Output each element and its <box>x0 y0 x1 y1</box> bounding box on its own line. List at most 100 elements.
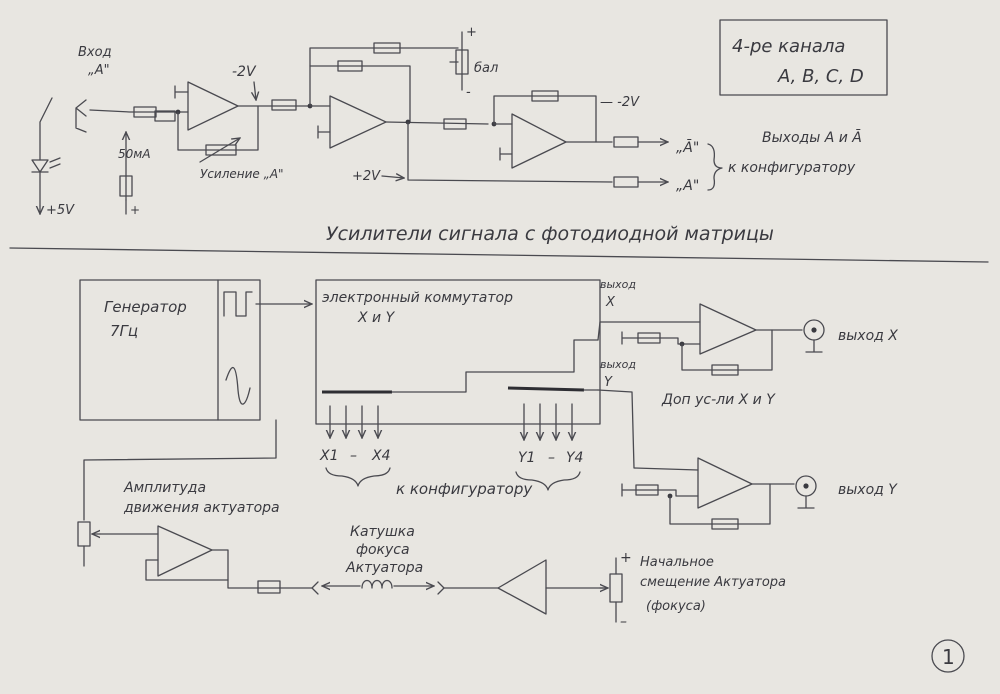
driver-out-wire <box>227 579 313 589</box>
bias-plus-label: + <box>130 203 140 217</box>
coil-right-connector <box>437 581 445 595</box>
balance-plus: + <box>466 25 477 40</box>
offset-plus: + <box>620 550 632 566</box>
balance-wire <box>309 47 459 107</box>
coil-left-connector <box>311 581 319 595</box>
amplitude-label-line2: движения актуатора <box>123 500 280 516</box>
y-out-wire <box>597 389 699 471</box>
driver-feedback <box>145 549 229 581</box>
interstage-resistor <box>271 99 297 111</box>
square-wave-icon <box>223 291 253 317</box>
y-amp-feedback <box>669 483 771 525</box>
input-resistor <box>133 106 157 118</box>
inv-bias <box>499 147 513 161</box>
page-number-circle <box>931 639 965 673</box>
y-out-label: выход Y <box>838 482 898 498</box>
top-amplifier-section: 4-ре канала A, B, C, D Вход „A" +5V 50мА… <box>31 19 888 245</box>
coil-label-line3: Актуатора <box>345 560 423 576</box>
y-out-label-line1: выход <box>600 358 636 371</box>
direct-branch <box>407 121 613 183</box>
channels-box-line2: A, B, C, D <box>777 66 864 87</box>
outputs-label: Выходы A и Ā <box>762 129 862 146</box>
out-resistor-a <box>443 118 467 130</box>
y-range-start: Y1 <box>518 450 535 466</box>
driver-opamp <box>157 525 213 577</box>
plus2v-arrow <box>381 176 404 178</box>
sine-wave-icon <box>225 367 251 405</box>
x-taps <box>330 405 378 438</box>
balance-label: бал <box>474 61 498 76</box>
diode-current-label: 50мА <box>118 147 151 161</box>
offset-buffer <box>497 559 547 615</box>
to-configurator-top: к конфигуратору <box>728 160 856 176</box>
y-amp-in-resistor <box>635 484 659 496</box>
input-label-line2: „A" <box>88 63 110 78</box>
channels-box <box>719 19 888 96</box>
y-amp-fb-resistor <box>711 518 739 530</box>
out-resistor-direct <box>613 176 639 188</box>
gain-arrow <box>199 138 240 163</box>
to-configurator-bottom: к конфигуратору <box>396 480 533 498</box>
switch-label-line1: электронный коммутатор <box>322 290 513 306</box>
x-out-ground-icon <box>805 339 823 353</box>
x-out-connector-pin <box>811 327 817 333</box>
input-label-line1: Вход <box>78 45 112 60</box>
amp2-bias <box>317 125 331 139</box>
y-range-end: Y4 <box>566 450 583 466</box>
minus2v-label-b: — -2V <box>600 95 640 110</box>
sine-to-pot-wire <box>83 419 277 521</box>
x-range-dash: – <box>350 448 357 464</box>
channels-box-line1: 4-ре канала <box>732 36 845 57</box>
out-resistor-inv <box>613 136 639 148</box>
switch-x-path <box>391 339 599 393</box>
y-taps <box>524 403 572 440</box>
y-bus <box>507 386 585 392</box>
y-out-label-line2: Y <box>604 375 613 390</box>
balance-minus: - <box>466 85 471 100</box>
amplitude-label-line1: Амплитуда <box>123 480 206 496</box>
out-a-label: „A" <box>676 178 699 194</box>
offset-label-line3: (фокуса) <box>646 599 706 614</box>
photodiode-wire <box>39 97 53 161</box>
feedback2-resistor <box>337 60 363 72</box>
y-brace <box>515 471 581 491</box>
plus2v-label: +2V <box>352 169 381 184</box>
y-amp-opamp <box>697 457 753 509</box>
y-out-ground-icon <box>797 495 815 509</box>
gain-resistor <box>205 144 237 156</box>
amp1-feedback <box>177 105 259 151</box>
photodiode-icon <box>31 159 49 207</box>
outputs-brace <box>707 143 723 191</box>
add-amps-label: Доп ус-ли X и Y <box>661 392 776 408</box>
balance-resistor <box>373 42 401 54</box>
plus5v-label: +5V <box>46 203 75 218</box>
x-brace <box>325 467 391 487</box>
switch-box <box>315 279 601 425</box>
y-range-dash: – <box>548 450 555 466</box>
x-out-wire <box>597 321 701 341</box>
photodiode-rays-icon <box>49 157 61 169</box>
coil-label-line1: Катушка <box>350 524 415 540</box>
inv-feedback-resistor <box>531 90 559 102</box>
x-amp-fb-resistor <box>711 364 739 376</box>
generator-box <box>79 279 261 421</box>
switch-label-line2: X и Y <box>357 310 396 326</box>
section-divider <box>9 247 989 263</box>
page-number: 1 <box>942 645 955 669</box>
x-out-label-line1: выход <box>600 278 636 291</box>
offset-label-line1: Начальное <box>640 555 714 570</box>
out-abar-label: „Ā" <box>676 139 699 156</box>
amp2-opamp <box>329 95 387 149</box>
generator-label-line2: 7Гц <box>110 322 138 340</box>
bias-resistor <box>119 175 133 197</box>
amp1-opamp <box>187 81 239 131</box>
offset-label-line2: смещение Актуатора <box>640 575 786 590</box>
x-amp-bias <box>621 331 701 345</box>
minus2v-arrow-a <box>254 81 256 100</box>
y-out-connector-pin <box>803 483 809 489</box>
input-wire <box>89 109 189 113</box>
x-range-end: X4 <box>371 448 391 464</box>
inv-feedback <box>493 95 597 143</box>
section-caption: Усилители сигнала с фотодиодной матрицы <box>326 223 774 245</box>
